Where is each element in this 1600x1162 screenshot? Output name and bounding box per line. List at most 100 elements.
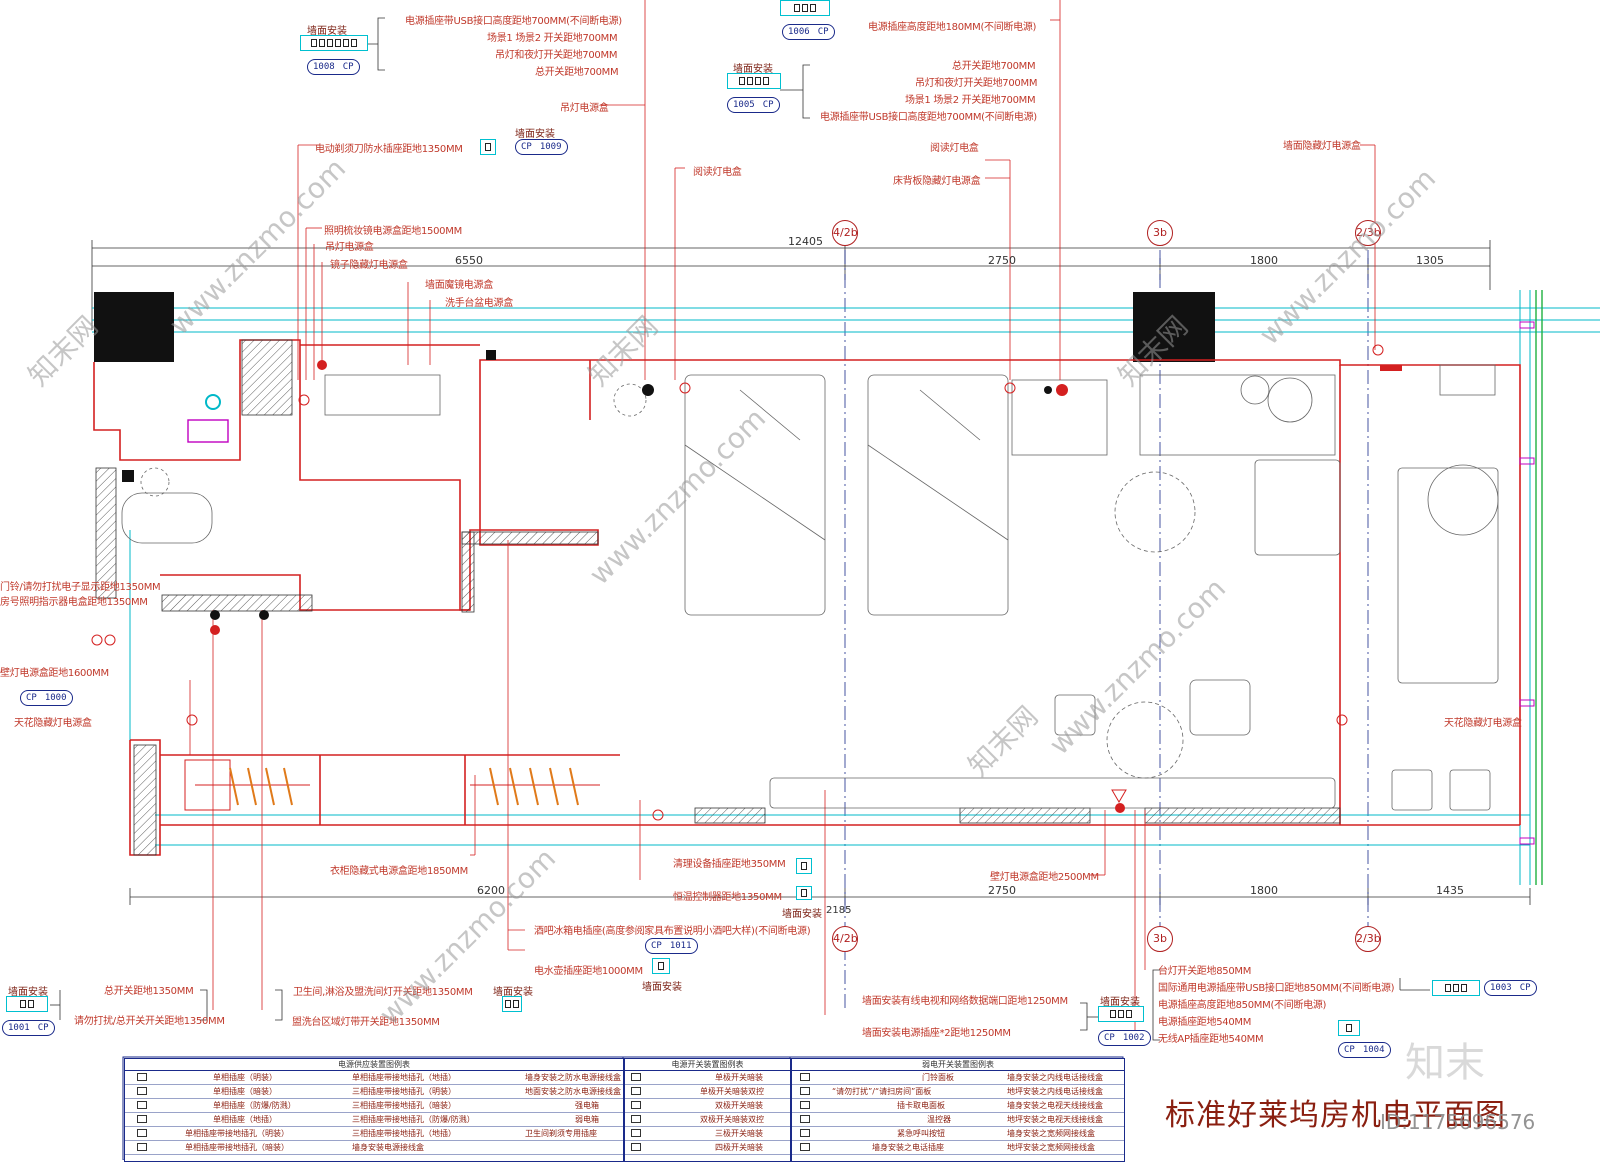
label-33: 请勿打扰/总开关开关距地1350MM (74, 1016, 225, 1027)
install-label-1005: 墙面安装 (733, 64, 773, 75)
legend-socket-icon (137, 1129, 147, 1137)
legend-row: 单极开关暗装 (625, 1071, 790, 1085)
legend-keycard-icon (800, 1101, 810, 1109)
switch-plate-1008-icon (300, 35, 368, 51)
structural-column-left (94, 292, 174, 362)
legend-row: 门铃面板墙身安装之内线电话接线盒 (792, 1071, 1124, 1085)
label-34: 卫生间,淋浴及盟洗间灯开关距地1350MM (293, 987, 473, 998)
bottom-dimension-lines (129, 888, 1531, 905)
label-35: 盥洗台区域灯带开关距地1350MM (292, 1017, 440, 1028)
label-13: 阅读灯电盒 (930, 143, 979, 154)
legend-socket-icon (137, 1073, 147, 1081)
legend-doorbell-icon (800, 1073, 810, 1081)
dim-bottom-1: 6200 (477, 884, 505, 897)
device-symbols (91, 321, 1535, 845)
label-5: 吊灯电源盒 (560, 103, 609, 114)
label-21: 门铃/请勿打扰电子显示距地1350MM (0, 582, 161, 593)
dim-bottom-3: 1800 (1250, 884, 1278, 897)
bath-switch-icon (502, 996, 522, 1012)
label-16: 照明梳妆镜电源盒距地1500MM (324, 226, 462, 237)
label-27: 清理设备插座距地350MM (673, 859, 786, 870)
axis-bubble-bottom-a: 4/2b (832, 926, 858, 952)
switch-plate-1003-icon (1432, 980, 1480, 996)
axis-bubble-bottom-c: 2/3b (1355, 926, 1381, 952)
legend-row: 双极开关暗装双控 (625, 1113, 790, 1127)
label-18: 镜子隐藏灯电源盒 (330, 260, 408, 271)
label-29: 壁灯电源盒距地2500MM (990, 872, 1099, 883)
legend-socket-icon (137, 1101, 147, 1109)
legend-switch-icon (631, 1073, 641, 1081)
label-30: 酒吧冰箱电插座(高度参阅家具布置说明小酒吧大样)(不间断电源) (534, 926, 811, 937)
legend-switch-title: 电源开关装置图例表 (625, 1059, 790, 1071)
label-20: 洗手台盆电源盒 (445, 298, 513, 309)
drawing-title: 标准好莱坞房机电平面图 (1165, 1098, 1506, 1133)
install-label-1001: 墙面安装 (8, 987, 48, 998)
switch-plate-1002-icon (1098, 1006, 1144, 1022)
switch-plate-1004-icon (1338, 1020, 1360, 1036)
label-17: 吊灯电源盒 (325, 242, 374, 253)
legend-dnd-icon (800, 1087, 810, 1095)
label-31: 电水壶插座距地1000MM (534, 966, 643, 977)
label-9: 场景1 场景2 开关距地700MM (905, 95, 1036, 106)
legend-emergency-icon (800, 1129, 810, 1137)
label-41: 电源插座距地540MM (1158, 1017, 1252, 1028)
switch-plate-1005-icon (727, 73, 781, 89)
legend-row: 四极开关暗装 (625, 1141, 790, 1155)
axis-bubble-bottom-b: 3b (1147, 926, 1173, 952)
install-label-1008: 墙面安装 (307, 26, 347, 37)
install-label-thermostat: 墙面安装 (782, 909, 822, 920)
label-32: 总开关距地1350MM (104, 986, 194, 997)
legend-switch-icon (631, 1087, 641, 1095)
legend-row: 单相插座带接地插孔（暗装）墙身安装电源接线盒 (125, 1141, 623, 1155)
label-40: 电源插座高度距地850MM(不间断电源) (1158, 1000, 1327, 1011)
label-3: 吊灯和夜灯开关距地700MM (495, 50, 618, 61)
install-label-bath-switch: 墙面安装 (493, 987, 533, 998)
dim-top-4: 1305 (1416, 254, 1444, 267)
furniture-outlines (121, 364, 1499, 811)
hatched-wall-4 (461, 531, 599, 545)
legend-row: 单相插座（地插）三相插座带接地插孔（防爆/防溅）弱电箱 (125, 1113, 623, 1127)
legend-row: 三极开关暗装 (625, 1127, 790, 1141)
label-8: 吊灯和夜灯开关距地700MM (915, 78, 1038, 89)
dim-bottom-2: 2750 (988, 884, 1016, 897)
hatched-wall-6 (133, 744, 157, 856)
axis-bubble-top-a: 4/2b (832, 220, 858, 246)
kettle-socket-icon (652, 958, 670, 974)
label-23: 壁灯电源盒距地1600MM (0, 668, 109, 679)
label-6: 电源插座高度距地180MM(不间断电源) (868, 22, 1037, 33)
legend-row: 插卡取电面板墙身安装之电视天线接线盒 (792, 1099, 1124, 1113)
legend-row: 单相插座带接地插孔（明装）三相插座带接地插孔（地插）卫生间剃须专用插座 (125, 1127, 623, 1141)
shaver-socket-icon (480, 139, 496, 155)
dim-total-top: 12405 (788, 235, 823, 248)
hatched-wall-7 (694, 807, 766, 824)
legend-switch-icon (631, 1115, 641, 1123)
legend-row: 墙身安装之电话插座地坪安装之宽频网接线盒 (792, 1141, 1124, 1155)
label-42: 无线AP插座距地540MM (1158, 1034, 1264, 1045)
label-2: 场景1 场景2 开关距地700MM (487, 33, 618, 44)
window-glass-lines (1535, 290, 1543, 885)
label-14: 床背板隐藏灯电源盒 (893, 176, 981, 187)
thermostat-icon (796, 886, 812, 900)
switch-plate-1006-icon (780, 0, 830, 16)
legend-socket-icon (137, 1087, 147, 1095)
wardrobe-hangers (184, 759, 600, 811)
hatched-wall-1 (241, 339, 293, 416)
legend-switch-icon (631, 1129, 641, 1137)
label-36: 墙面安装有线电视和网络数据端口距地1250MM (862, 996, 1068, 1007)
legend-thermostat-icon (800, 1115, 810, 1123)
legend-row: 单极开关暗装双控 (625, 1085, 790, 1099)
dim-bottom-4: 1435 (1436, 884, 1464, 897)
label-37: 墙面安装电源插座*2距地1250MM (862, 1028, 1011, 1039)
legend-row: “请勿打扰”/“请扫房间”面板地坪安装之内线电话接线盒 (792, 1085, 1124, 1099)
label-39: 国际通用电源插座带USB接口距地850MM(不间断电源) (1158, 983, 1395, 994)
legend-switch-icon (631, 1143, 641, 1151)
legend-weak: 弱电开关装置图例表 门铃面板墙身安装之内线电话接线盒 “请勿打扰”/“请扫房间”… (791, 1058, 1125, 1162)
watermark-id: ID:1175696576 (1380, 1110, 1536, 1134)
axis-bubble-top-b: 3b (1147, 220, 1173, 246)
